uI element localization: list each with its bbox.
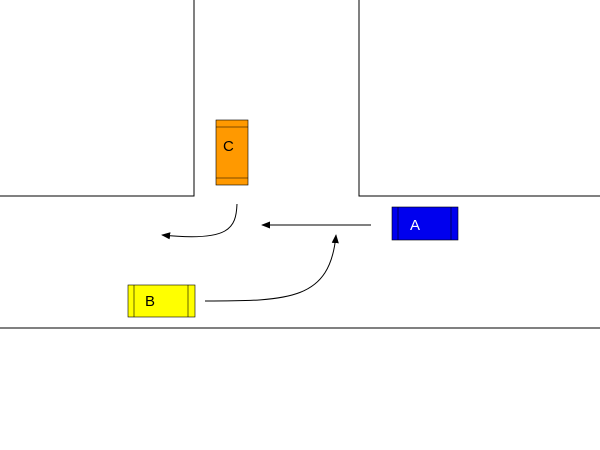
vehicle-a-label: A bbox=[410, 217, 420, 234]
vehicle-a-body bbox=[391, 206, 459, 241]
vehicle-b-body bbox=[127, 284, 196, 318]
road-edges bbox=[0, 0, 600, 329]
road-edge-top-left bbox=[0, 0, 195, 197]
vehicle-b-path-arrow bbox=[204, 234, 339, 302]
vehicle-b-label: B bbox=[145, 293, 155, 310]
vehicle-c-label: C bbox=[223, 138, 234, 155]
road-edge-top-right bbox=[358, 0, 600, 197]
movement-paths bbox=[161, 203, 371, 302]
vehicle-b: B bbox=[127, 284, 196, 318]
vehicle-a: A bbox=[391, 206, 459, 241]
vehicle-c-path-arrow bbox=[161, 203, 238, 240]
vehicle-c: C bbox=[215, 119, 249, 186]
vehicle-c-body bbox=[215, 119, 249, 186]
